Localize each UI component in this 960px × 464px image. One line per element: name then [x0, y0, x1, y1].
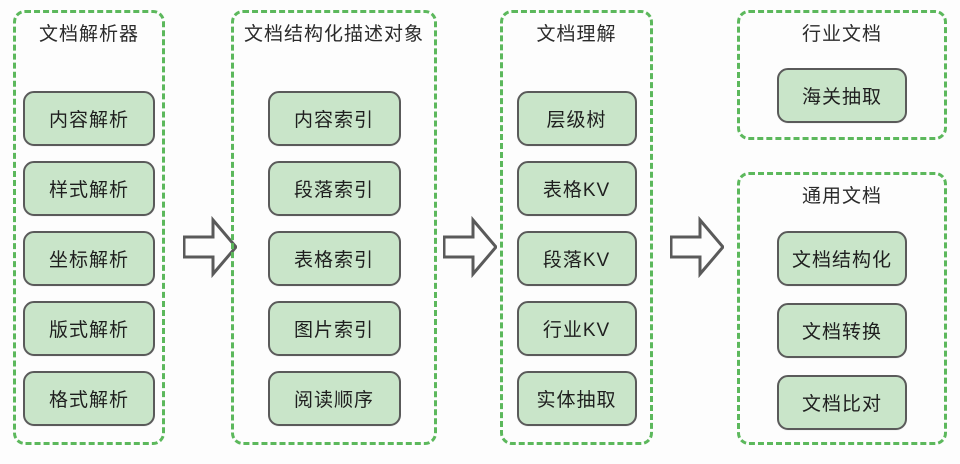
group-title-structured-description: 文档结构化描述对象	[243, 24, 424, 45]
node-document-structuring[interactable]: 文档结构化	[777, 231, 907, 286]
group-document-parser: 文档解析器 内容解析 样式解析 坐标解析 版式解析 格式解析	[13, 10, 165, 445]
group-title-industry-document: 行业文档	[801, 24, 882, 45]
node-reading-order[interactable]: 阅读顺序	[267, 371, 401, 426]
node-entity-extraction[interactable]: 实体抽取	[516, 371, 637, 426]
node-stack-document-understanding: 层级树 表格KV 段落KV 行业KV 实体抽取	[503, 91, 650, 426]
node-image-index[interactable]: 图片索引	[267, 301, 401, 356]
node-content-index[interactable]: 内容索引	[267, 91, 401, 146]
node-hierarchy-tree[interactable]: 层级树	[516, 91, 637, 146]
node-paragraph-kv[interactable]: 段落KV	[516, 231, 637, 286]
node-document-conversion[interactable]: 文档转换	[777, 303, 907, 358]
node-stack-general-document: 文档结构化 文档转换 文档比对	[740, 231, 944, 430]
node-paragraph-index[interactable]: 段落索引	[267, 161, 401, 216]
node-table-index[interactable]: 表格索引	[267, 231, 401, 286]
arrow-structure-to-understanding	[443, 215, 497, 279]
node-table-kv[interactable]: 表格KV	[516, 161, 637, 216]
node-stack-document-parser: 内容解析 样式解析 坐标解析 版式解析 格式解析	[16, 91, 162, 426]
node-style-parse[interactable]: 样式解析	[23, 161, 155, 216]
group-document-understanding: 文档理解 层级树 表格KV 段落KV 行业KV 实体抽取	[500, 10, 653, 445]
group-title-document-parser: 文档解析器	[38, 24, 139, 45]
arrow-parser-to-structure	[183, 215, 237, 279]
group-structured-description: 文档结构化描述对象 内容索引 段落索引 表格索引 图片索引 阅读顺序	[231, 10, 437, 445]
node-layout-parse[interactable]: 版式解析	[23, 301, 155, 356]
group-title-general-document: 通用文档	[801, 186, 882, 207]
group-general-document: 通用文档 文档结构化 文档转换 文档比对	[737, 172, 947, 445]
node-document-comparison[interactable]: 文档比对	[777, 375, 907, 430]
arrow-understanding-to-output	[670, 215, 724, 279]
node-industry-kv[interactable]: 行业KV	[516, 301, 637, 356]
node-customs-extraction[interactable]: 海关抽取	[777, 68, 907, 123]
group-title-document-understanding: 文档理解	[536, 24, 617, 45]
node-content-parse[interactable]: 内容解析	[23, 91, 155, 146]
node-stack-industry-document: 海关抽取	[740, 68, 944, 123]
node-stack-structured-description: 内容索引 段落索引 表格索引 图片索引 阅读顺序	[234, 91, 434, 426]
group-industry-document: 行业文档 海关抽取	[737, 10, 947, 140]
node-format-parse[interactable]: 格式解析	[23, 371, 155, 426]
node-coordinate-parse[interactable]: 坐标解析	[23, 231, 155, 286]
